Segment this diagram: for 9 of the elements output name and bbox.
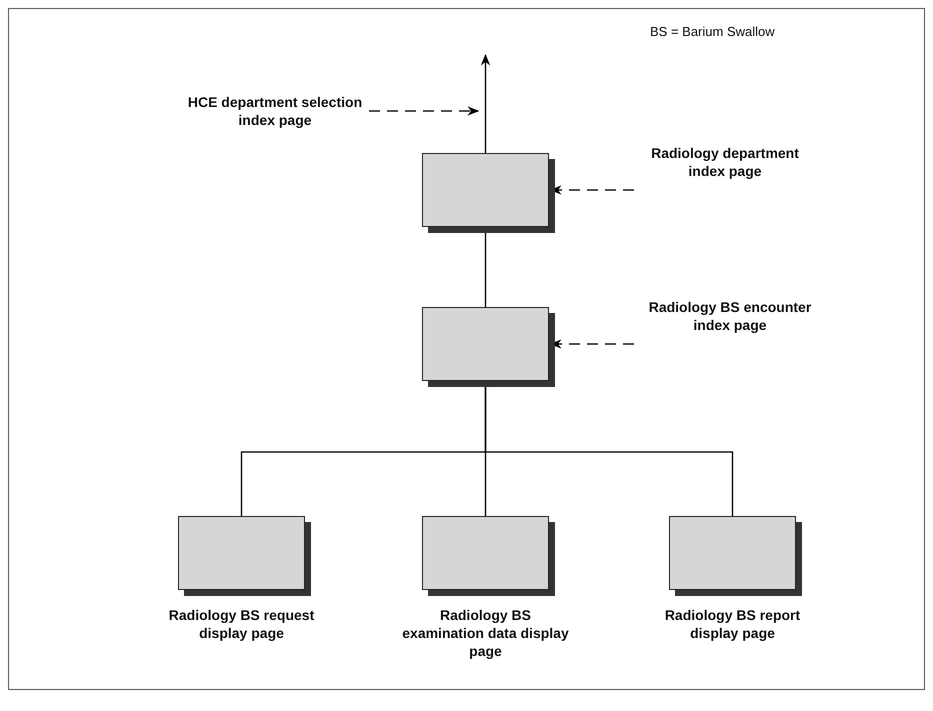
box-caption: Radiology BS examination data display page [401,606,570,660]
arrow [369,106,480,116]
page-label: Radiology department index page [640,144,810,180]
box-caption: Radiology BS report display page [664,606,802,642]
abbreviation-note: BS = Barium Swallow [650,23,775,41]
arrow [480,54,490,153]
page-label: Radiology BS encounter index page [640,298,820,334]
box-caption: Radiology BS request display page [168,606,316,642]
page-label: HCE department selection index page [185,93,365,129]
